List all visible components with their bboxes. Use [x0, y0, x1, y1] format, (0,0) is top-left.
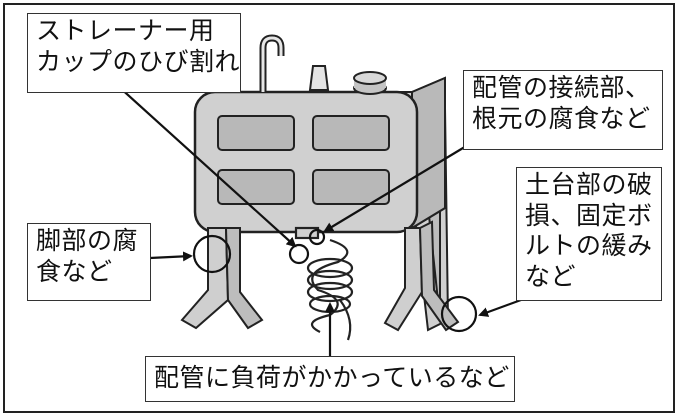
- tank-panel: [312, 115, 390, 151]
- callout-legs: 脚部の腐 食など: [27, 223, 151, 301]
- callout-load-line-1: 配管に負荷がかかっているなど: [154, 363, 510, 392]
- callout-base-line-2: 損、固定ボ: [525, 200, 653, 230]
- front-left-leg: [180, 227, 264, 330]
- callout-strainer-line-2: カップのひび割れ: [36, 46, 241, 76]
- leg-corrosion-circle: [192, 234, 232, 274]
- valve-and-hose: [294, 226, 354, 341]
- callout-piping-line-2: 根元の腐食など: [472, 103, 651, 133]
- strainer-cup-circle: [288, 243, 310, 265]
- base-leader-arrow: [478, 298, 522, 317]
- callout-base: 土台部の破 損、固定ボ ルトの緩み など: [516, 167, 662, 301]
- callout-base-line-1: 土台部の破: [525, 170, 653, 199]
- pipe-joint-circle: [308, 228, 326, 246]
- tank-panel: [217, 115, 295, 151]
- tank-panel: [217, 169, 295, 205]
- tank-body: [193, 76, 446, 234]
- callout-base-line-3: ルトの緩み: [525, 231, 653, 260]
- callout-pipe-load: 配管に負荷がかかっているなど: [145, 356, 515, 402]
- callout-piping-line-1: 配管の接続部、: [472, 73, 651, 102]
- pipe-joint-leader-arrow: [323, 144, 469, 233]
- callout-piping-joint: 配管の接続部、 根元の腐食など: [463, 70, 663, 150]
- filler-cap: [353, 71, 387, 95]
- tank-panel: [312, 169, 390, 205]
- oil-gauge: [308, 65, 330, 91]
- callout-strainer-cup: ストレーナー用 カップのひび割れ: [27, 13, 241, 93]
- legs-leader-arrow: [149, 251, 193, 262]
- callout-legs-line-1: 脚部の腐: [36, 226, 139, 255]
- strainer-leader-arrow: [117, 85, 297, 248]
- callout-base-line-4: など: [525, 261, 577, 291]
- base-circle: [440, 295, 478, 333]
- vent-pipe: [259, 34, 285, 92]
- callout-legs-line-2: 食など: [36, 256, 113, 286]
- callout-strainer-line-1: ストレーナー用: [36, 16, 215, 45]
- front-right-leg: [383, 220, 460, 332]
